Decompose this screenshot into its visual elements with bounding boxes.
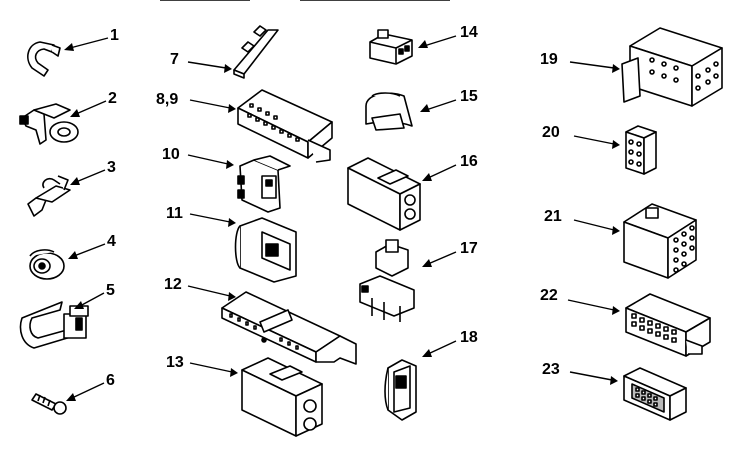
arrow-23 xyxy=(569,371,618,385)
part-23-connector-housing-icon xyxy=(623,367,687,421)
part-label-7: 7 xyxy=(170,51,179,68)
part-label-19: 19 xyxy=(540,51,558,68)
part-label-15: 15 xyxy=(460,88,478,105)
part-label-23: 23 xyxy=(542,361,560,378)
part-22-connector-housing-icon xyxy=(625,293,711,357)
part-15-wire-tie-icon xyxy=(365,92,413,131)
part-label-16: 16 xyxy=(460,153,478,170)
part-19-connector-housing-icon xyxy=(621,27,723,107)
part-label-12: 12 xyxy=(164,276,182,293)
part-label-8-9: 8,9 xyxy=(156,91,179,108)
arrow-7 xyxy=(187,61,232,73)
arrow-18 xyxy=(422,340,457,357)
part-label-6: 6 xyxy=(106,372,115,389)
arrow-22 xyxy=(567,299,620,315)
part-21-connector-housing-icon xyxy=(623,203,697,279)
arrow-4 xyxy=(68,243,106,259)
part-20-plug-icon xyxy=(625,125,657,175)
part-label-5: 5 xyxy=(106,282,115,299)
part-10-connector-icon xyxy=(237,155,291,213)
arrow-21 xyxy=(573,219,620,235)
arrow-6 xyxy=(66,382,105,401)
part-2-clamp-icon xyxy=(19,103,79,145)
arrow-20 xyxy=(573,135,620,149)
part-8-9-connector-housing-icon xyxy=(237,89,333,163)
part-label-3: 3 xyxy=(107,159,116,176)
arrow-2 xyxy=(70,100,107,117)
arrow-1 xyxy=(64,37,109,51)
part-18-retainer-icon xyxy=(384,359,417,421)
part-13-connector-icon xyxy=(241,357,323,437)
arrow-19 xyxy=(569,61,620,73)
part-label-11: 11 xyxy=(166,205,183,222)
arrow-10 xyxy=(187,154,234,169)
arrow-14 xyxy=(418,35,457,48)
part-16-connector-icon xyxy=(347,157,421,231)
part-label-18: 18 xyxy=(460,329,478,346)
part-label-20: 20 xyxy=(542,124,560,141)
part-5-clamp-icon xyxy=(19,301,89,349)
part-17-terminal-block-icon xyxy=(359,239,415,322)
part-1-clip-icon xyxy=(27,41,61,77)
part-14-plug-icon xyxy=(369,29,413,65)
arrow-5 xyxy=(74,292,105,309)
part-label-1: 1 xyxy=(110,27,119,44)
part-4-grommet-icon xyxy=(29,249,65,280)
part-3-clip-icon xyxy=(27,175,71,217)
part-label-13: 13 xyxy=(166,354,184,371)
part-label-2: 2 xyxy=(108,90,117,107)
part-label-4: 4 xyxy=(107,233,116,250)
part-label-14: 14 xyxy=(460,24,478,41)
arrow-12 xyxy=(187,285,236,301)
part-label-21: 21 xyxy=(544,208,562,225)
part-12-connector-strip-icon xyxy=(221,291,357,365)
arrow-16 xyxy=(422,164,457,181)
part-label-10: 10 xyxy=(162,146,180,163)
arrow-3 xyxy=(70,169,106,185)
arrow-17 xyxy=(422,251,457,267)
arrow-8-9 xyxy=(189,99,236,113)
part-6-screw-icon xyxy=(31,393,67,415)
part-label-22: 22 xyxy=(540,287,558,304)
part-label-17: 17 xyxy=(460,240,478,257)
part-11-connector-icon xyxy=(234,217,297,283)
part-7-strip-icon xyxy=(233,25,279,79)
arrow-11 xyxy=(189,213,236,227)
arrow-13 xyxy=(189,362,238,377)
arrow-15 xyxy=(420,99,457,112)
